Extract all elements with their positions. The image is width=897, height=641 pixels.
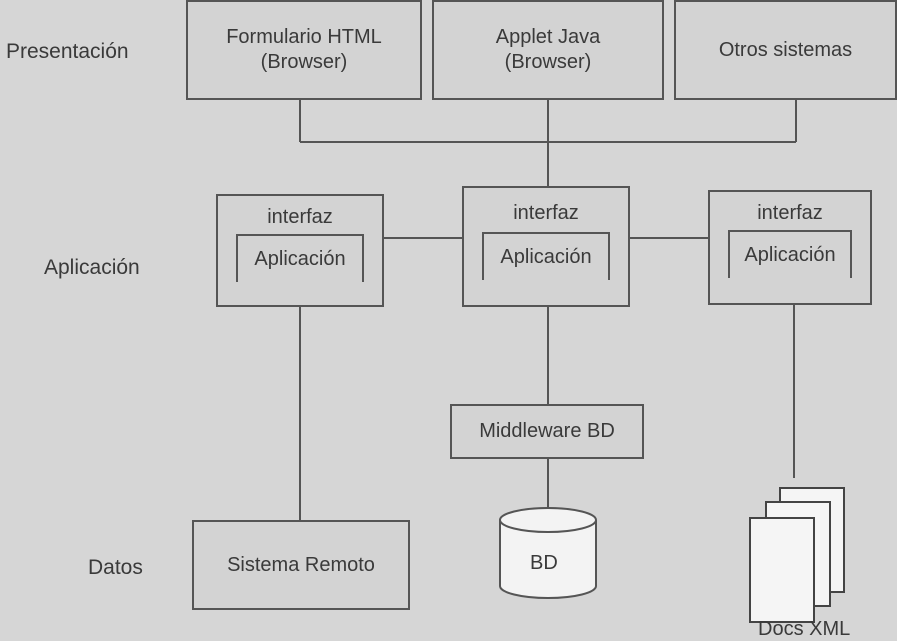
other-systems-title: Otros sistemas	[718, 38, 853, 61]
database-label: BD	[530, 552, 558, 574]
layer-label-presentation: Presentación	[6, 40, 129, 63]
application-label: Aplicación	[236, 234, 364, 282]
java-applet-subtitle: (Browser)	[504, 51, 592, 73]
interface-label: interfaz	[267, 206, 333, 228]
html-form-subtitle: (Browser)	[260, 51, 348, 73]
middleware-label: Middleware BD	[479, 420, 615, 442]
app-node-right: interfaz Aplicación	[708, 190, 872, 305]
layer-label-data: Datos	[88, 556, 143, 579]
database-cylinder	[499, 507, 597, 599]
layer-label-application: Aplicación	[44, 256, 140, 279]
documents-icon	[749, 487, 845, 623]
app-node-left: interfaz Aplicación	[216, 194, 384, 307]
interface-label: interfaz	[757, 202, 823, 224]
interface-label: interfaz	[513, 202, 579, 224]
java-applet-box: Applet Java (Browser)	[432, 0, 664, 100]
application-label: Aplicación	[482, 232, 610, 280]
html-form-box: Formulario HTML (Browser)	[186, 0, 422, 100]
remote-system-label: Sistema Remoto	[227, 553, 375, 576]
application-label: Aplicación	[728, 230, 852, 278]
other-systems-box: Otros sistemas	[674, 0, 897, 100]
app-node-center: interfaz Aplicación	[462, 186, 630, 307]
html-form-title: Formulario HTML	[226, 26, 382, 48]
java-applet-title: Applet Java	[495, 26, 601, 48]
middleware-box: Middleware BD	[450, 404, 644, 459]
docs-label: Docs XML	[758, 618, 851, 640]
remote-system-box: Sistema Remoto	[192, 520, 410, 610]
